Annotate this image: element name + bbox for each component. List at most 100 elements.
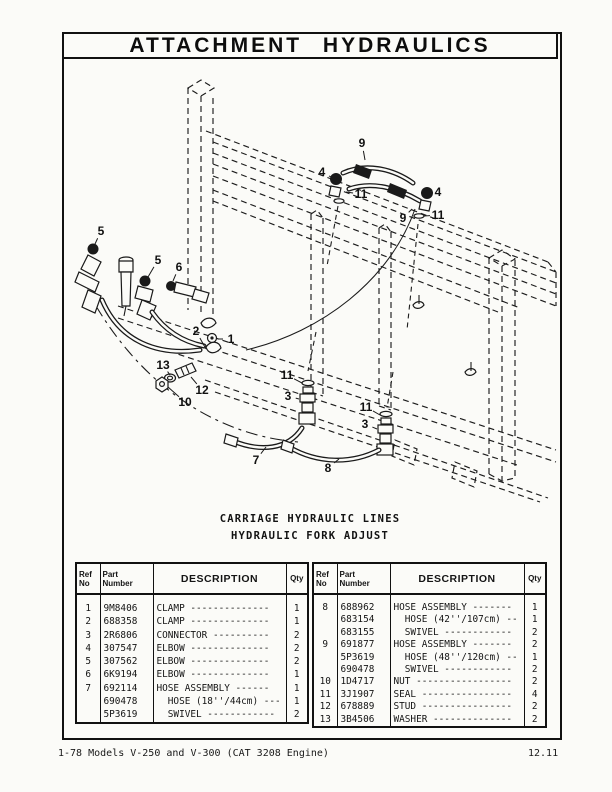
qty-header: Qty bbox=[285, 562, 309, 595]
callout-leader-line bbox=[199, 337, 207, 350]
description-cell: HOSE (42''/107cm) -- bbox=[389, 614, 525, 627]
ref-no-cell: 6 bbox=[75, 668, 101, 682]
table-row: 690478 SWIVEL ------------2 bbox=[312, 664, 547, 677]
ref-no-cell: 3 bbox=[75, 628, 101, 642]
qty-cell: 2 bbox=[523, 713, 547, 728]
callout-number: 11 bbox=[432, 208, 445, 222]
callout-leader-line bbox=[372, 426, 378, 430]
description-cell: SWIVEL ------------ bbox=[389, 626, 525, 640]
callout-number: 6 bbox=[176, 260, 183, 274]
clamp-cluster bbox=[155, 317, 222, 393]
callout-leader-line bbox=[147, 266, 155, 278]
qty-cell: 2 bbox=[523, 664, 547, 677]
caption-line-1: CARRIAGE HYDRAULIC LINES bbox=[219, 513, 401, 525]
callout-number: 1 bbox=[228, 332, 235, 346]
callout-number: 11 bbox=[355, 187, 368, 201]
ref-no-cell: 8 bbox=[312, 594, 338, 615]
callout-leader-line bbox=[190, 376, 198, 385]
description-cell: HOSE ASSEMBLY ------ bbox=[152, 681, 287, 696]
qty-cell: 1 bbox=[523, 594, 547, 615]
callout-number: 5 bbox=[155, 253, 162, 267]
table-row: 690478 HOSE (18''/44cm) ---1 bbox=[75, 695, 309, 709]
part-number-cell: 6K9194 bbox=[99, 668, 154, 682]
footer-page-number: 12.11 bbox=[528, 748, 559, 759]
callout-leader-line bbox=[345, 191, 354, 194]
callout-number: 11 bbox=[360, 400, 373, 414]
ref-no-cell bbox=[312, 626, 338, 640]
part-number-cell: 9M8406 bbox=[99, 594, 154, 616]
description-cell: ELBOW -------------- bbox=[152, 641, 287, 656]
callout-leader-line bbox=[167, 371, 171, 376]
callout-leader-line bbox=[260, 446, 267, 454]
qty-cell: 2 bbox=[523, 676, 547, 689]
table-row: 683155 SWIVEL ------------2 bbox=[312, 626, 547, 640]
callout-number: 4 bbox=[435, 185, 442, 199]
callout-number: 4 bbox=[319, 165, 326, 179]
callout-number: 9 bbox=[359, 136, 366, 150]
table-row: 683154 HOSE (42''/107cm) --1 bbox=[312, 614, 547, 627]
callout-number: 9 bbox=[400, 211, 407, 225]
hose-assembly-8 bbox=[280, 410, 394, 463]
ref-no-cell: 11 bbox=[312, 688, 338, 702]
ref-no-cell bbox=[312, 614, 338, 627]
part-number-cell: 3B4506 bbox=[336, 713, 391, 728]
ref-no-cell: 1 bbox=[75, 594, 101, 616]
callout-leader-line bbox=[362, 150, 366, 161]
qty-cell: 1 bbox=[285, 681, 309, 696]
qty-header: Qty bbox=[523, 562, 547, 595]
part-number-cell: 3J1907 bbox=[336, 688, 391, 702]
part-number-cell: 307547 bbox=[99, 641, 154, 656]
left-hoses bbox=[99, 297, 207, 354]
callout-number: 3 bbox=[362, 417, 369, 431]
callout-leader-line bbox=[167, 386, 180, 398]
part-number-cell: 5P3619 bbox=[336, 651, 391, 665]
elbow-fittings-group bbox=[74, 243, 210, 321]
callout-leader-line bbox=[372, 410, 381, 416]
qty-cell: 1 bbox=[285, 695, 309, 709]
description-cell: HOSE ASSEMBLY ------- bbox=[389, 639, 525, 652]
qty-cell: 2 bbox=[523, 701, 547, 714]
description-cell: CLAMP -------------- bbox=[152, 594, 287, 616]
callout-leader-line bbox=[333, 458, 340, 464]
part-number-cell: 692114 bbox=[99, 681, 154, 696]
description-cell: HOSE ASSEMBLY ------- bbox=[389, 594, 525, 615]
part-number-cell: 2R6806 bbox=[99, 628, 154, 642]
ref-no-cell bbox=[312, 651, 338, 665]
caption-line-2: HYDRAULIC FORK ADJUST bbox=[231, 530, 389, 542]
part-number-cell: 690478 bbox=[336, 664, 391, 677]
callout-number: 11 bbox=[281, 368, 294, 382]
description-cell: CLAMP -------------- bbox=[152, 615, 287, 629]
qty-cell: 2 bbox=[285, 708, 309, 723]
callout-number: 13 bbox=[156, 358, 170, 372]
description-cell: NUT ----------------- bbox=[389, 676, 525, 689]
qty-cell: 1 bbox=[285, 615, 309, 629]
callout-leader-line bbox=[94, 238, 99, 245]
part-number-cell: 690478 bbox=[99, 695, 154, 709]
qty-cell: 1 bbox=[523, 651, 547, 665]
part-number-cell: 678889 bbox=[336, 701, 391, 714]
table-row: 5P3619 SWIVEL ------------2 bbox=[75, 708, 309, 723]
qty-cell: 2 bbox=[523, 626, 547, 640]
rail-clamps bbox=[412, 295, 477, 376]
description-cell: WASHER -------------- bbox=[389, 713, 525, 728]
description-cell: HOSE (48''/120cm) -- bbox=[389, 651, 525, 665]
callout-number: 12 bbox=[195, 383, 209, 397]
part-number-cell: 683155 bbox=[336, 626, 391, 640]
ref-no-cell bbox=[75, 695, 101, 709]
qty-cell: 2 bbox=[523, 639, 547, 652]
description-cell: HOSE (18''/44cm) --- bbox=[152, 695, 287, 709]
description-cell: CONNECTOR ---------- bbox=[152, 628, 287, 642]
ref-no-cell: 12 bbox=[312, 701, 338, 714]
callout-number: 7 bbox=[253, 453, 260, 467]
